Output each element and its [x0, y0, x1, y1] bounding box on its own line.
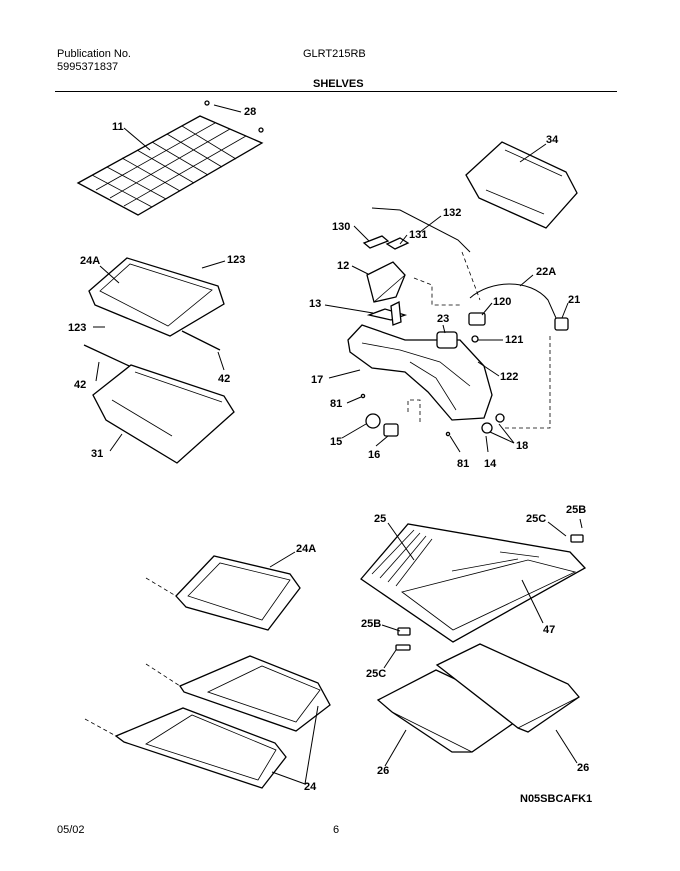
half-shelf: [114, 707, 287, 789]
glass-shelf: [88, 257, 225, 337]
thermostat: [436, 331, 458, 349]
callout-42-left: 42: [74, 379, 86, 391]
light-bulb: [365, 413, 381, 429]
callout-123-upper: 123: [227, 254, 245, 266]
callout-26-left: 26: [377, 765, 389, 777]
callout-23: 23: [437, 313, 449, 325]
callout-26-right: 26: [577, 762, 589, 774]
diagram-code: N05SBCAFK1: [520, 793, 592, 805]
callout-25c-lower: 25C: [366, 668, 386, 680]
callout-25b-lower: 25B: [361, 618, 381, 630]
callout-25: 25: [374, 513, 386, 525]
callout-120: 120: [493, 296, 511, 308]
crisper-cover: [360, 523, 587, 643]
damper-control: [366, 261, 406, 303]
publication-label: Publication No.: [57, 48, 131, 60]
wire-shelf: [76, 115, 264, 216]
section-title: SHELVES: [313, 78, 364, 90]
knob: [481, 413, 505, 434]
callout-81-lower: 81: [457, 458, 469, 470]
page-number: 6: [333, 824, 339, 836]
callout-25b-upper: 25B: [566, 504, 586, 516]
shelf-pin: [204, 100, 264, 133]
lower-glass-shelf: [175, 555, 301, 631]
callout-24a-upper: 24A: [80, 255, 100, 267]
callout-28: 28: [244, 106, 256, 118]
callout-11: 11: [112, 121, 124, 133]
footer-date: 05/02: [57, 824, 85, 836]
callout-47: 47: [543, 624, 555, 636]
callout-18: 18: [516, 440, 528, 452]
cantilever-shelf: [179, 655, 331, 732]
shelf-rail: [83, 330, 221, 379]
crisper-pans: [376, 643, 580, 753]
callout-12: 12: [337, 260, 349, 272]
housing-screw: [360, 393, 451, 437]
baffle: [366, 300, 408, 326]
callout-131: 131: [409, 229, 427, 241]
callout-130: 130: [332, 221, 350, 233]
callout-81-upper: 81: [330, 398, 342, 410]
callout-14: 14: [484, 458, 497, 470]
switch-knob: [471, 335, 479, 343]
model-number: GLRT215RB: [303, 48, 366, 60]
callout-42-right: 42: [218, 373, 230, 385]
callout-15: 15: [330, 436, 342, 448]
cover-insert: [401, 559, 577, 631]
callout-24a-lower: 24A: [296, 543, 316, 555]
callout-17: 17: [311, 374, 323, 386]
dashed-leaders: [407, 251, 551, 429]
callout-24: 24: [304, 781, 317, 793]
callout-13: 13: [309, 298, 321, 310]
callout-122: 122: [500, 371, 518, 383]
callout-34: 34: [546, 134, 559, 146]
callout-25c-upper: 25C: [526, 513, 546, 525]
crisper-pan: [92, 364, 235, 464]
harness-connector: [554, 317, 569, 331]
deli-drawer: [465, 141, 578, 229]
light-switch: [468, 312, 486, 326]
callout-22a: 22A: [536, 266, 556, 278]
callout-121: 121: [505, 334, 523, 346]
header-rule: [55, 91, 617, 92]
callout-31: 31: [91, 448, 103, 460]
shelf-bracket-dashes: [84, 577, 181, 737]
callout-132: 132: [443, 207, 461, 219]
cover-support: [395, 534, 584, 651]
light-socket: [383, 423, 399, 437]
callout-16: 16: [368, 449, 380, 461]
control-housing: [347, 324, 493, 421]
callout-21: 21: [568, 294, 580, 306]
callout-123-lower: 123: [68, 322, 86, 334]
publication-number: 5995371837: [57, 61, 119, 73]
leader-lines: [93, 104, 583, 785]
